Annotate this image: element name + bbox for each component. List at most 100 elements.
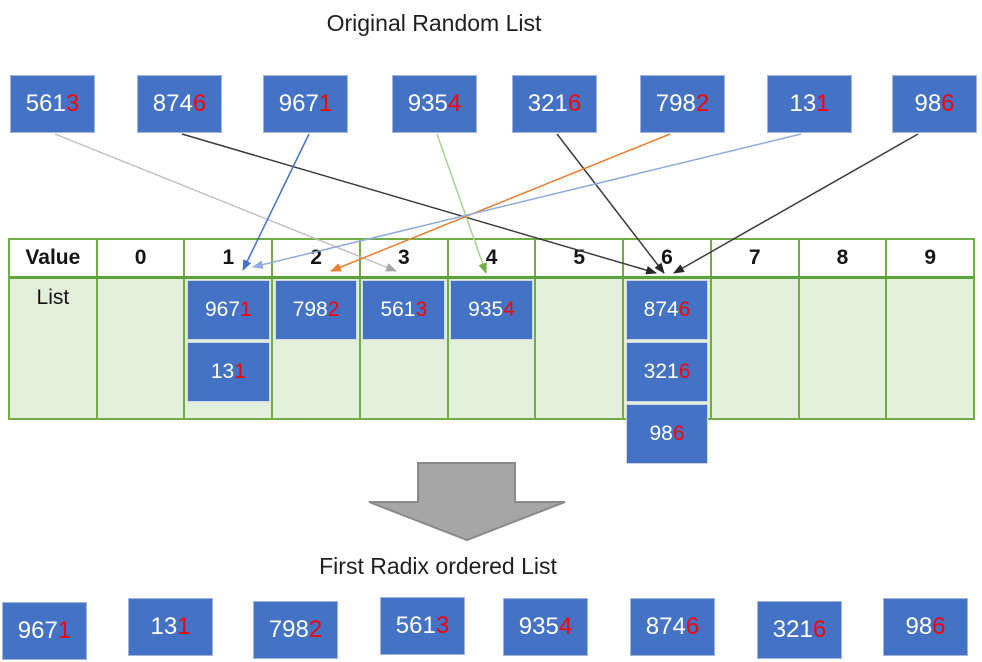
header-cell-6: 6 [624, 240, 712, 276]
number-main: 561 [25, 90, 66, 117]
last-digit: 2 [695, 90, 710, 117]
number-main: 798 [292, 298, 328, 321]
last-digit: 4 [558, 613, 573, 640]
bucket-cell-5 [536, 279, 625, 418]
last-digit: 6 [192, 90, 207, 117]
number-main: 874 [645, 613, 686, 640]
number-main: 321 [772, 616, 813, 643]
last-digit: 1 [240, 298, 252, 321]
last-digit: 3 [65, 90, 80, 117]
header-cell-2: 2 [273, 240, 361, 276]
last-digit: 1 [177, 613, 191, 640]
header-cell-value: Value [10, 240, 98, 276]
number-main: 798 [655, 90, 696, 117]
bucket-cell-9 [887, 279, 973, 418]
last-digit: 6 [685, 613, 700, 640]
last-digit: 6 [567, 90, 582, 117]
number-main: 321 [643, 360, 679, 383]
last-digit: 6 [672, 422, 685, 445]
number-main: 98 [914, 90, 942, 117]
number-main: 967 [278, 90, 319, 117]
header-cell-0: 0 [98, 240, 186, 276]
number-main: 13 [150, 613, 178, 640]
number-main: 561 [395, 612, 436, 639]
number-main: 935 [468, 298, 504, 321]
last-digit: 1 [57, 617, 72, 644]
number-main: 798 [268, 616, 309, 643]
header-cell-7: 7 [712, 240, 800, 276]
number-main: 935 [518, 613, 559, 640]
title-original-list: Original Random List [326, 10, 542, 36]
header-cell-9: 9 [924, 246, 937, 269]
number-main: 98 [905, 613, 933, 640]
bucket-cell-7 [712, 279, 800, 418]
last-digit: 1 [816, 90, 830, 117]
number-main: 98 [649, 422, 673, 445]
header-cell-8: 8 [800, 240, 888, 276]
title-ordered-list: First Radix ordered List [319, 553, 557, 579]
last-digit: 2 [308, 616, 323, 643]
last-digit: 3 [435, 612, 450, 639]
last-digit: 4 [447, 90, 462, 117]
number-main: 874 [152, 90, 193, 117]
bucket-cell-8 [800, 279, 888, 418]
number-main: 967 [204, 298, 241, 321]
last-digit: 6 [812, 616, 827, 643]
last-digit: 2 [327, 298, 340, 321]
header-cell-3: 3 [361, 240, 449, 276]
last-digit: 6 [941, 90, 955, 117]
last-digit: 1 [318, 90, 333, 117]
last-digit: 6 [932, 613, 946, 640]
number-main: 561 [380, 298, 416, 321]
number-main: 13 [210, 360, 235, 383]
last-digit: 6 [678, 360, 691, 383]
down-arrow-icon [368, 462, 566, 542]
last-digit: 6 [678, 298, 691, 321]
last-digit: 3 [415, 298, 428, 321]
last-digit: 4 [503, 298, 515, 321]
last-digit: 1 [234, 360, 246, 383]
header-cell-5: 5 [536, 240, 625, 276]
number-main: 935 [407, 90, 448, 117]
bucket-table-header-row: Value 0 1 2 3 4 5 6 7 8 9 [10, 240, 973, 279]
header-cell-4: 4 [449, 240, 537, 276]
bucket-cell-0 [98, 279, 186, 418]
number-main: 874 [643, 298, 679, 321]
number-main: 967 [17, 617, 58, 644]
